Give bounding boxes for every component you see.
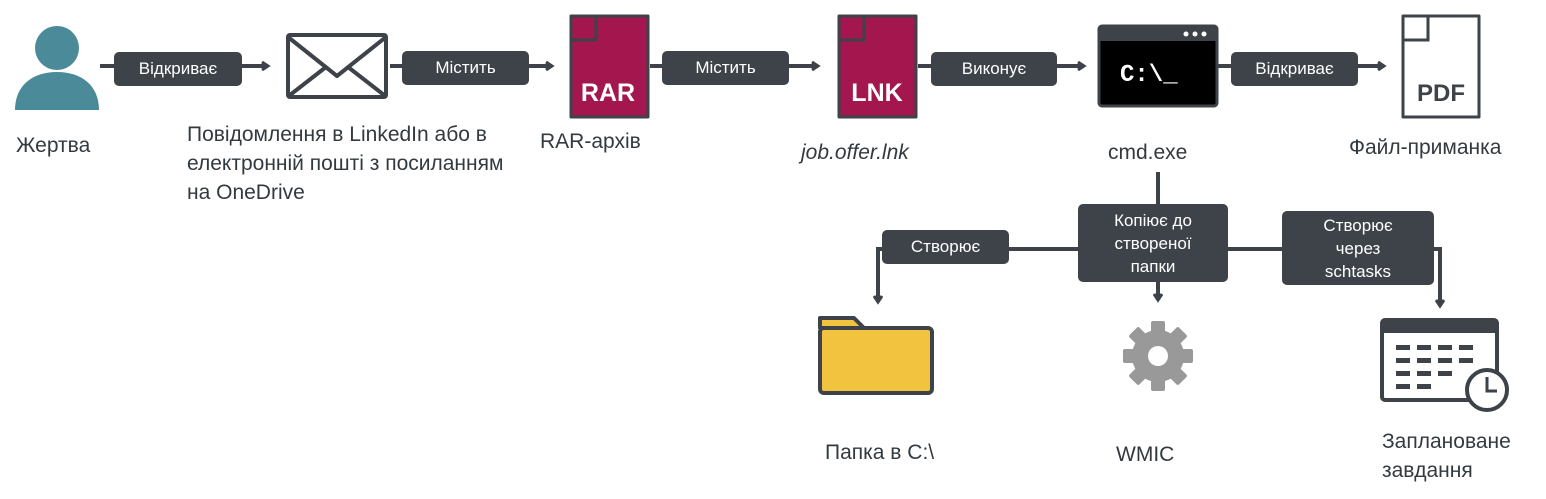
rar-icon-text: RAR <box>581 79 635 107</box>
envelope-icon <box>286 33 388 99</box>
lnk-file-icon: LNK <box>837 14 918 119</box>
edge-label-contains-2: Містить <box>662 51 789 85</box>
arrow-cmd-folder <box>878 247 1158 302</box>
victim-label: Жертва <box>16 134 91 157</box>
pdf-file-icon: PDF <box>1401 14 1481 119</box>
rar-label: RAR-архів <box>540 130 641 153</box>
edge-label-opens-2: Відкриває <box>1231 52 1358 86</box>
edge-label-executes: Виконує <box>931 52 1057 86</box>
lnk-label: job.offer.lnk <box>801 141 909 164</box>
pdf-label: Файл-приманка <box>1349 136 1502 159</box>
cmd-label: cmd.exe <box>1108 141 1188 164</box>
gear-icon <box>1123 321 1193 391</box>
edge-label-opens: Відкриває <box>114 52 242 86</box>
terminal-icon-text: C:\_ <box>1120 62 1178 89</box>
folder-icon <box>818 316 934 395</box>
terminal-icon: C:\_ <box>1097 24 1219 108</box>
task-label: Заплановане завдання <box>1382 430 1511 482</box>
edge-label-contains-1: Містить <box>402 51 529 85</box>
lnk-icon-text: LNK <box>851 79 902 107</box>
rar-file-icon: RAR <box>569 14 650 119</box>
arrow-cmd-task <box>1158 247 1440 306</box>
message-label: Повідомлення в LinkedIn або в електронні… <box>187 123 504 204</box>
user-icon <box>15 26 99 110</box>
folder-label: Папка в C:\ <box>825 441 935 464</box>
edge-label-creates: Створює <box>882 230 1009 264</box>
calendar-clock-icon <box>1380 318 1509 412</box>
edge-label-copies: Копіює до створеної папки <box>1078 204 1228 282</box>
pdf-icon-text: PDF <box>1417 80 1465 107</box>
wmic-label: WMIC <box>1116 443 1175 466</box>
edge-label-creates-via: Створює через schtasks <box>1282 211 1434 285</box>
